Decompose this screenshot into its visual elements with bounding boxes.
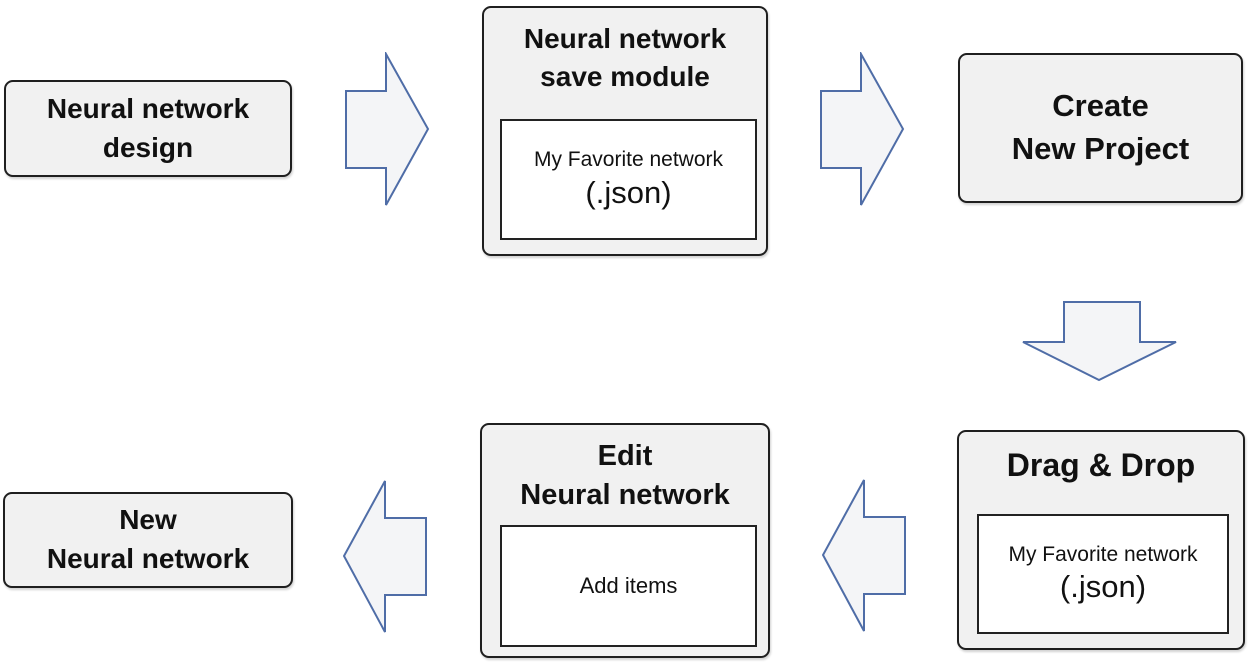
file-name-label: My Favorite network [533,148,724,172]
node-title-line: New Project [1011,131,1190,166]
node-neural-network-save-module: Neural network save module My Favorite n… [482,6,768,256]
node-create-new-project: Create New Project [958,53,1243,203]
node-title: New Neural network [5,501,291,578]
node-title: Edit Neural network [482,437,768,515]
node-title-line: Neural network [46,543,250,574]
node-title-line: save module [540,60,710,92]
arrow-down-icon [1022,301,1177,382]
node-new-neural-network: New Neural network [3,492,293,588]
node-edit-neural-network: Edit Neural network Add items [480,423,770,658]
file-box-json: My Favorite network (.json) [500,119,757,240]
node-title-line: Edit [597,440,653,472]
file-name-label: My Favorite network [1008,542,1198,566]
file-box-json: My Favorite network (.json) [977,514,1229,634]
node-title: Neural network design [6,90,290,167]
node-drag-and-drop: Drag & Drop My Favorite network (.json) [957,430,1245,650]
node-title-line: Neural network [520,479,730,512]
add-items-label: Add items [579,573,678,598]
node-title-line: Neural network [46,92,250,124]
node-title: Drag & Drop [959,444,1243,487]
file-extension-label: (.json) [585,174,672,210]
arrow-right-icon [345,52,430,206]
node-title-line: design [102,131,194,163]
add-items-box: Add items [500,525,757,647]
arrow-left-icon [822,479,906,632]
node-title-line: New [119,504,177,536]
file-extension-label: (.json) [1059,569,1147,605]
node-title: Create New Project [960,85,1241,171]
node-title-line: Neural network [523,23,727,54]
arrow-left-icon [343,480,427,633]
node-title: Neural network save module [484,20,766,96]
arrow-right-icon [820,52,905,206]
node-title-line: Create [1052,88,1149,124]
node-neural-network-design: Neural network design [4,80,292,177]
node-title-line: Drag & Drop [1006,447,1196,483]
